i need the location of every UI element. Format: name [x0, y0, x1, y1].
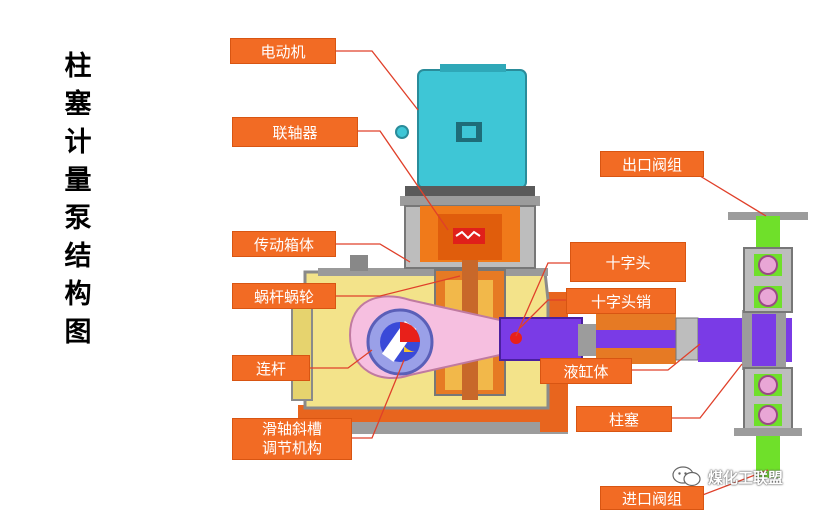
- connecting-rod-graphic: [348, 295, 501, 380]
- crosshead-plunger-graphic: [499, 310, 792, 370]
- coupling-graphic: [404, 205, 536, 400]
- title-char: 泵: [64, 203, 92, 234]
- title-char: 结: [64, 241, 92, 272]
- label-crosshead-pin: 十字头销: [566, 288, 676, 314]
- label-connecting-rod: 连杆: [232, 355, 310, 381]
- wechat-icon: [672, 466, 701, 487]
- label-slide-shaft-adjuster: 滑轴斜槽 调节机构: [232, 418, 352, 460]
- title-char: 图: [64, 317, 92, 348]
- label-slide-shaft-line2: 调节机构: [261, 439, 322, 457]
- title-char: 塞: [64, 89, 92, 120]
- label-coupling: 联轴器: [232, 117, 358, 147]
- label-motor: 电动机: [230, 38, 336, 64]
- label-slide-shaft-line1: 滑轴斜槽: [261, 420, 322, 438]
- watermark-text: 煤化工联盟: [708, 468, 784, 487]
- label-outlet-valve: 出口阀组: [600, 151, 704, 177]
- label-inlet-valve: 进口阀组: [600, 486, 704, 510]
- label-plunger: 柱塞: [576, 406, 672, 432]
- title-char: 量: [64, 165, 92, 196]
- label-gearbox: 传动箱体: [232, 231, 336, 257]
- watermark: 煤化工联盟: [672, 466, 783, 488]
- diagram-title: 柱 塞 计 量 泵 结 构 图: [58, 48, 98, 352]
- label-cylinder: 液缸体: [540, 358, 632, 384]
- label-worm-gear: 蜗杆蜗轮: [232, 283, 336, 309]
- valve-assembly-graphic: [728, 212, 808, 478]
- title-char: 柱: [64, 51, 92, 82]
- motor-graphic: [395, 64, 540, 206]
- title-char: 计: [64, 127, 92, 158]
- label-crosshead: 十字头: [570, 242, 686, 282]
- title-char: 构: [64, 279, 92, 310]
